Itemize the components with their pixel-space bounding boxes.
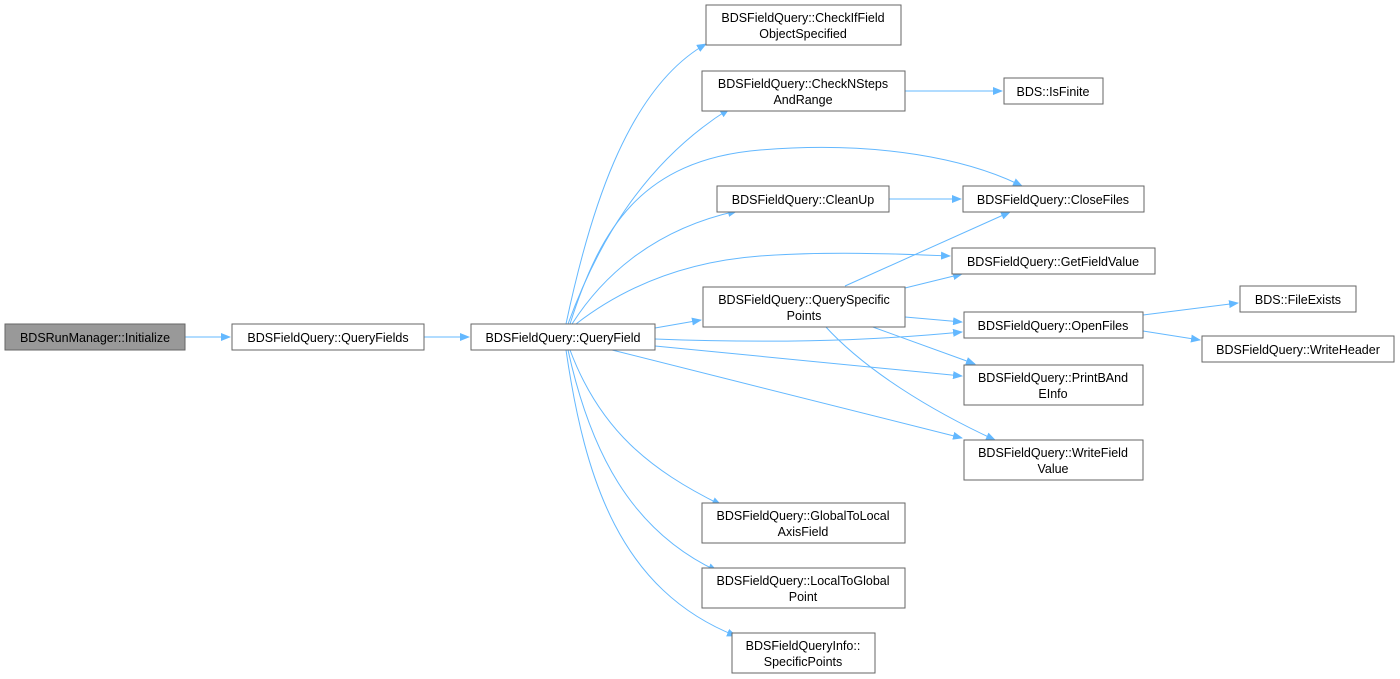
node-label: BDSRunManager::Initialize — [20, 331, 170, 345]
node-label-line2: SpecificPoints — [764, 655, 843, 669]
node-label-line2: AxisField — [778, 525, 829, 539]
node-label: BDSFieldQuery::QueryField — [486, 331, 641, 345]
node-bds-fileexists[interactable]: BDS::FileExists — [1239, 285, 1357, 313]
node-bdsfieldquery-printbandeinfo[interactable]: BDSFieldQuery::PrintBAnd EInfo — [963, 364, 1144, 406]
node-bdsfieldquery-openfiles[interactable]: BDSFieldQuery::OpenFiles — [963, 311, 1144, 339]
node-bdsfieldquery-checknstepsandrange[interactable]: BDSFieldQuery::CheckNSteps AndRange — [701, 70, 906, 112]
node-label-line1: BDSFieldQuery::PrintBAnd — [978, 371, 1128, 385]
node-bdsrunmanager-initialize[interactable]: BDSRunManager::Initialize — [4, 323, 186, 351]
edge-queryfield-to-localtoglobal — [567, 349, 718, 572]
node-label: BDSFieldQuery::CleanUp — [732, 193, 874, 207]
node-label-line1: BDSFieldQuery::LocalToGlobal — [717, 574, 890, 588]
edge-queryfield-to-closefiles — [569, 146, 1023, 325]
edge-queryspecific-to-getfieldvalue — [904, 272, 963, 289]
edge-queryfield-to-globaltolocal — [569, 349, 722, 506]
node-label: BDSFieldQuery::OpenFiles — [978, 319, 1129, 333]
edge-queryfield-to-cleanup — [571, 209, 738, 325]
node-bdsfieldquery-globaltolocalaxisfield[interactable]: BDSFieldQuery::GlobalToLocal AxisField — [701, 502, 906, 544]
edge-queryspecific-to-openfiles — [904, 316, 963, 326]
node-bdsfieldquery-cleanup[interactable]: BDSFieldQuery::CleanUp — [716, 185, 890, 213]
edge-openfiles-to-fileexists — [1142, 300, 1239, 316]
node-label: BDS::FileExists — [1255, 293, 1341, 307]
edge-queryfield-to-checkiffield — [565, 43, 707, 325]
edge-queryfield-to-printbandeinfo — [654, 345, 963, 380]
node-label-line1: BDSFieldQuery::GlobalToLocal — [717, 509, 890, 523]
node-bdsfieldquery-queryfield[interactable]: BDSFieldQuery::QueryField — [470, 323, 656, 351]
edge-queryfield-to-specificpoints — [565, 349, 737, 637]
node-label-line1: BDSFieldQuery::WriteField — [978, 446, 1128, 460]
node-label-line1: BDSFieldQuery::CheckIfField — [721, 11, 884, 25]
node-label: BDS::IsFinite — [1017, 85, 1090, 99]
edge-queryspecific-to-printbandeinfo — [869, 325, 976, 365]
node-bdsfieldquery-checkiffieldobjectspecified[interactable]: BDSFieldQuery::CheckIfField ObjectSpecif… — [705, 4, 902, 46]
edge-queryfield-to-openfiles — [654, 328, 963, 342]
edge-queryfield-to-checknsteps — [567, 108, 730, 325]
edges-layer — [185, 43, 1239, 637]
node-bds-isfinite[interactable]: BDS::IsFinite — [1003, 77, 1104, 105]
node-bdsfieldquery-writefieldvalue[interactable]: BDSFieldQuery::WriteField Value — [963, 439, 1144, 481]
node-label-line2: Points — [787, 309, 822, 323]
edge-queryfield-to-getfieldvalue — [575, 251, 951, 325]
node-label-line2: Value — [1037, 462, 1068, 476]
node-label-line1: BDSFieldQueryInfo:: — [746, 639, 861, 653]
node-label: BDSFieldQuery::GetFieldValue — [967, 255, 1139, 269]
edge-queryfield-to-queryspecific — [654, 317, 702, 329]
node-label-line1: BDSFieldQuery::QuerySpecific — [718, 293, 890, 307]
node-bdsfieldquery-getfieldvalue[interactable]: BDSFieldQuery::GetFieldValue — [951, 247, 1156, 275]
node-label-line2: EInfo — [1038, 387, 1067, 401]
node-bdsfieldquery-queryspecificpoints[interactable]: BDSFieldQuery::QuerySpecific Points — [702, 286, 906, 328]
nodes-layer: BDSRunManager::Initialize BDSFieldQuery:… — [4, 4, 1395, 674]
node-label-line2: AndRange — [773, 93, 832, 107]
node-label-line1: BDSFieldQuery::CheckNSteps — [718, 77, 888, 91]
node-label: BDSFieldQuery::CloseFiles — [977, 193, 1129, 207]
edge-queryspecific-to-writefield — [824, 325, 996, 441]
node-label: BDSFieldQuery::QueryFields — [247, 331, 408, 345]
node-label: BDSFieldQuery::WriteHeader — [1216, 343, 1380, 357]
node-bdsfieldquery-writeheader[interactable]: BDSFieldQuery::WriteHeader — [1201, 335, 1395, 363]
node-bdsfieldquery-localtoglobalpoint[interactable]: BDSFieldQuery::LocalToGlobal Point — [701, 567, 906, 609]
edge-openfiles-to-writeheader — [1142, 330, 1201, 343]
node-bdsfieldquery-closefiles[interactable]: BDSFieldQuery::CloseFiles — [962, 185, 1145, 213]
node-label-line2: Point — [789, 590, 818, 604]
node-bdsfieldquery-queryfields[interactable]: BDSFieldQuery::QueryFields — [231, 323, 425, 351]
node-bdsfieldqueryinfo-specificpoints[interactable]: BDSFieldQueryInfo:: SpecificPoints — [731, 632, 876, 674]
edge-queryspecific-to-closefiles — [844, 211, 1011, 287]
edge-queryfield-to-writefield — [611, 349, 963, 440]
node-label-line2: ObjectSpecified — [759, 27, 847, 41]
